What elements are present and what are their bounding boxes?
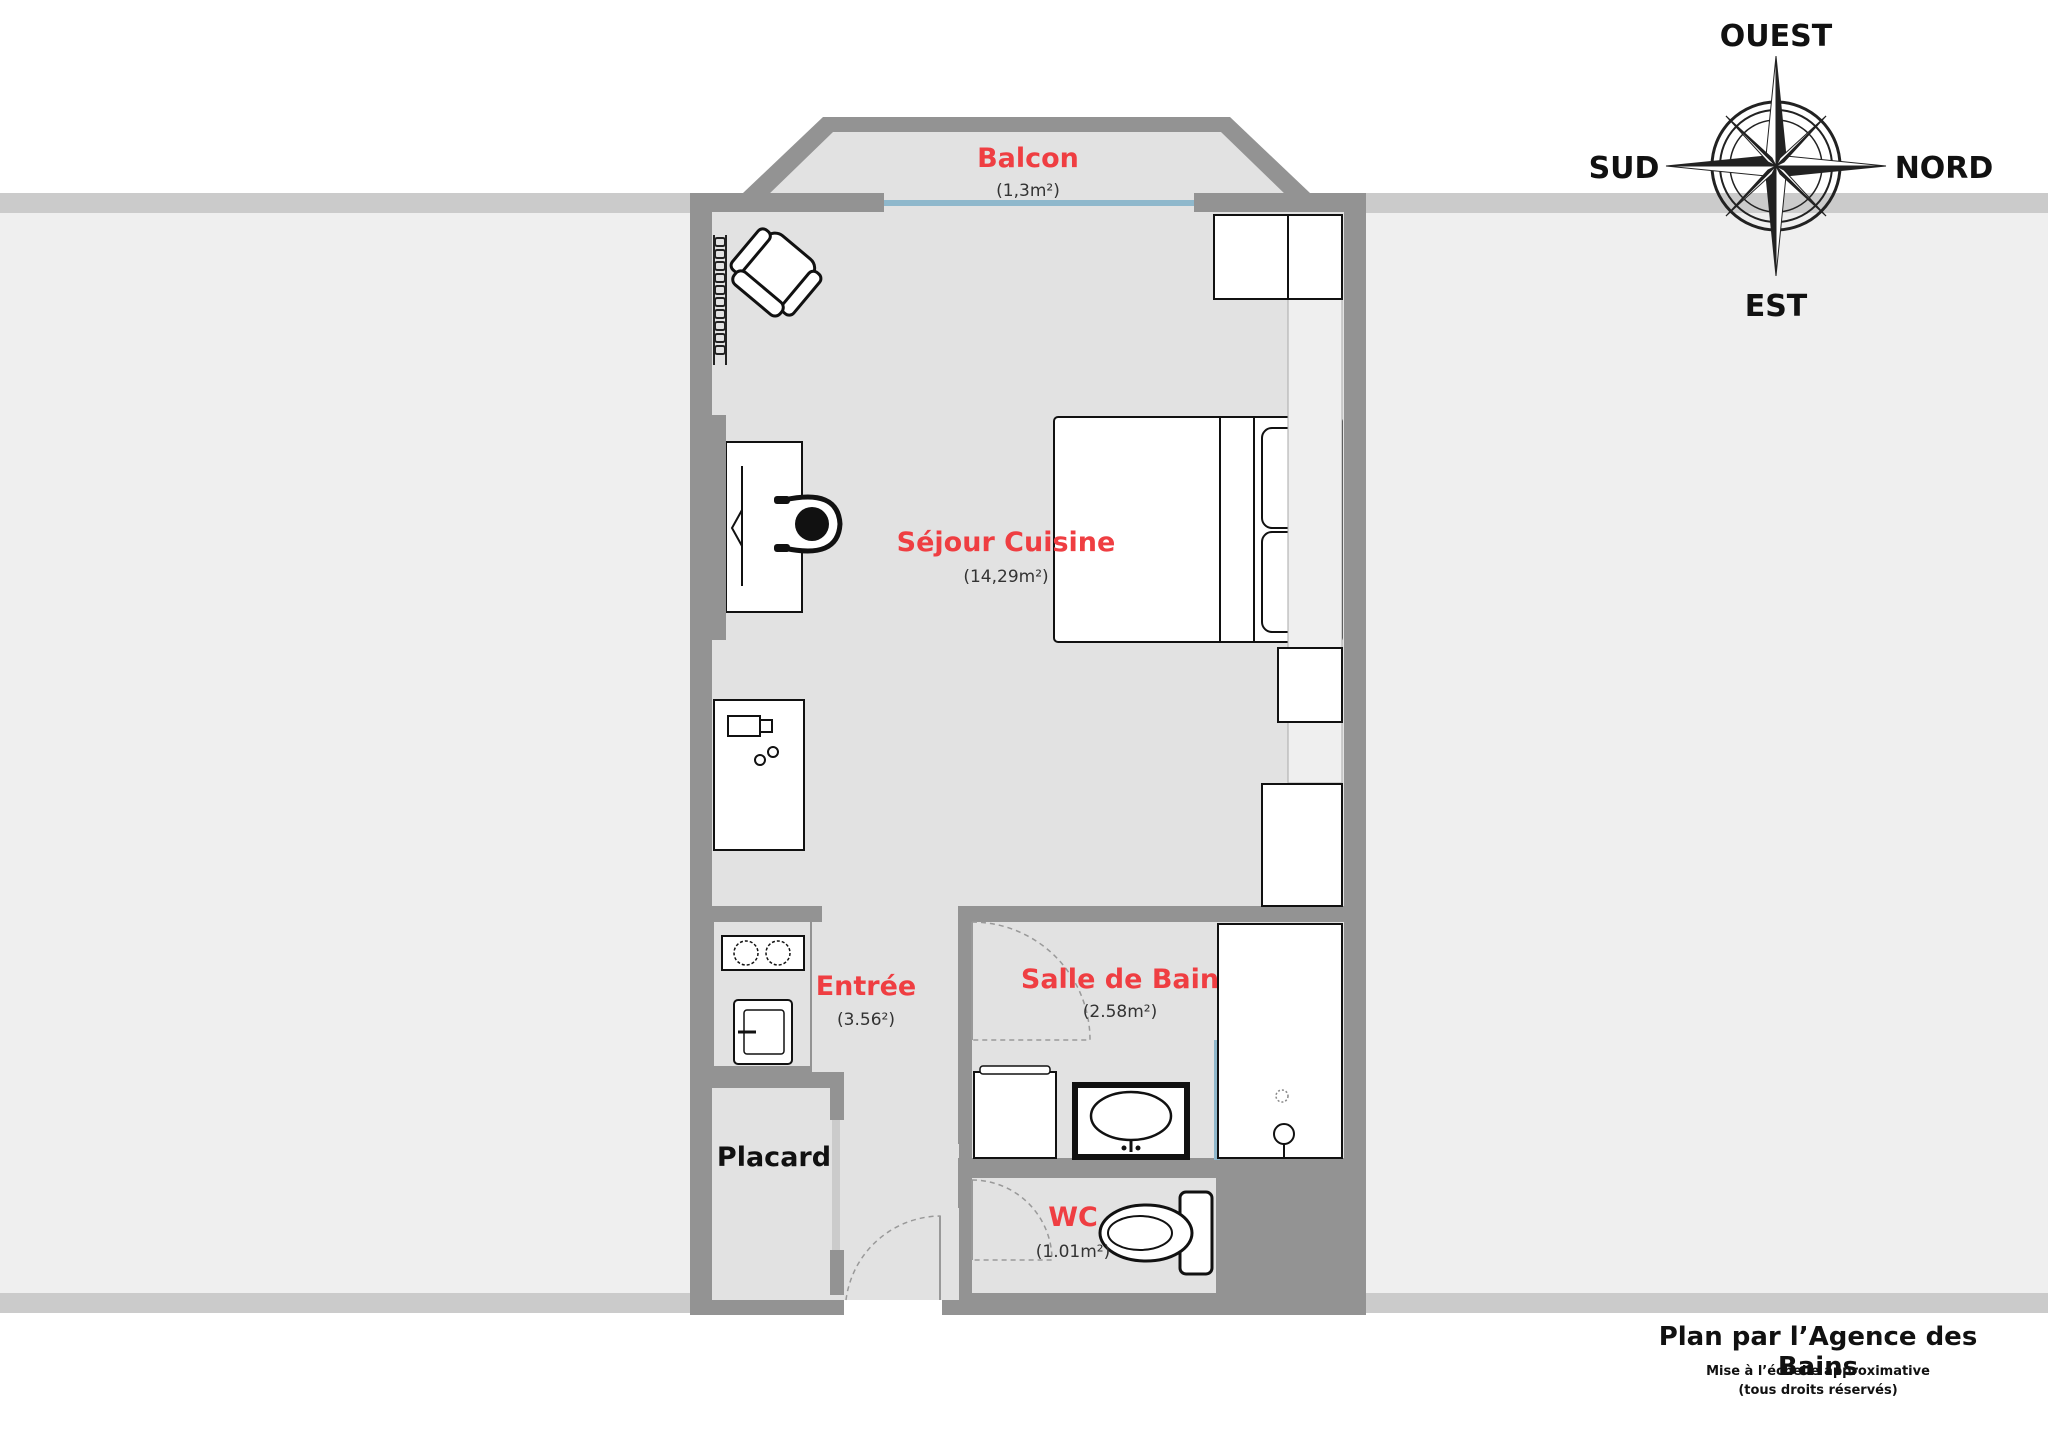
cabinet-bottom-right xyxy=(1261,783,1343,907)
entree-area: (3.56²) xyxy=(837,1010,895,1030)
salle-de-bain-area: (2.58m²) xyxy=(1083,1002,1158,1022)
credit-rights-note: (tous droits réservés) xyxy=(1738,1383,1898,1398)
credit-title: Plan par l’Agence des Bains xyxy=(1658,1322,1978,1382)
wall-bath-bottom xyxy=(958,1158,1216,1178)
compass-south-label: SUD xyxy=(1589,151,1660,186)
compass-rose-icon xyxy=(1665,55,1887,277)
shower-icon xyxy=(1217,923,1343,1159)
salle-de-bain-label: Salle de Bain xyxy=(1021,964,1219,995)
wc-door-swing xyxy=(971,1179,1053,1261)
wall-entree-top xyxy=(712,906,822,922)
wall-wc-left xyxy=(958,1178,972,1208)
credit-scale-note: Mise à l’échelle approximative xyxy=(1706,1364,1930,1379)
placard-door xyxy=(832,1120,840,1250)
wc-label: WC xyxy=(1048,1202,1098,1233)
balcony-floor xyxy=(766,132,1288,197)
wall-bath-left xyxy=(958,906,972,1144)
radiator-icon xyxy=(713,235,727,365)
balcony-window xyxy=(884,200,1194,206)
wc-area: (1.01m²) xyxy=(1036,1242,1111,1262)
front-door-swing xyxy=(845,1215,941,1301)
appliance-icon xyxy=(727,715,779,766)
cabinet-top-right xyxy=(1213,214,1343,300)
hob-icon xyxy=(721,935,805,971)
bathroom-sink-icon xyxy=(1072,1082,1190,1160)
sejour-area: (14,29m²) xyxy=(963,567,1048,587)
placard-floor xyxy=(712,1088,832,1290)
duct-block xyxy=(1216,1170,1344,1293)
compass-east-label: EST xyxy=(1745,289,1808,324)
wall-desk-niche xyxy=(712,415,726,640)
nightstand xyxy=(1277,647,1343,723)
compass-north-label: NORD xyxy=(1895,151,1994,186)
armchair-icon xyxy=(729,227,823,318)
wall-placard-top xyxy=(712,1072,842,1088)
sejour-label: Séjour Cuisine xyxy=(897,527,1116,558)
compass-west-label: OUEST xyxy=(1720,19,1833,54)
balcony-label: Balcon xyxy=(977,143,1079,174)
wall-placard-right-low xyxy=(830,1250,844,1295)
kitchen-sink-icon xyxy=(733,999,793,1065)
entree-label: Entrée xyxy=(816,971,917,1002)
toilet-icon xyxy=(1098,1190,1214,1276)
washing-machine xyxy=(973,1071,1057,1159)
wall-bath-top xyxy=(958,906,1344,922)
front-door-gap xyxy=(844,1300,942,1315)
placard-label: Placard xyxy=(717,1142,831,1173)
balcony-area: (1,3m²) xyxy=(996,181,1060,201)
wall-placard-right xyxy=(830,1072,844,1120)
laptop-icon xyxy=(730,466,743,586)
desk-chair-icon xyxy=(774,494,843,554)
washing-machine-top xyxy=(979,1065,1051,1075)
